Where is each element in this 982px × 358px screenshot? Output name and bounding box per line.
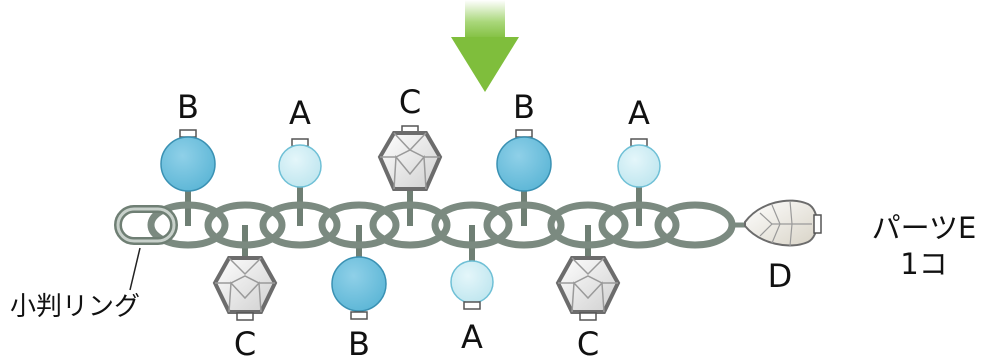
- drop-label: D: [768, 257, 793, 295]
- chain: [147, 201, 736, 249]
- label-bottom-3: A: [461, 318, 483, 356]
- bead-b-top-2: [496, 129, 552, 192]
- crystal-c-top: [377, 125, 443, 191]
- drop-d: [744, 199, 822, 247]
- part-e-count: 1コ: [900, 247, 947, 281]
- label-bottom-2: B: [348, 325, 370, 358]
- down-arrow-icon: [451, 0, 519, 92]
- part-e-label: パーツE: [872, 211, 977, 245]
- label-top-3: C: [399, 83, 421, 121]
- label-top-4: B: [513, 88, 535, 126]
- bottom-pins: [242, 225, 591, 318]
- label-top-1: B: [177, 88, 199, 126]
- crystal-c-bottom-2: [555, 256, 621, 321]
- crystal-c-bottom-1: [212, 256, 278, 321]
- bead-b-top-1: [160, 129, 216, 192]
- label-bottom-4: C: [577, 325, 599, 358]
- bead-a-bottom: [450, 260, 494, 310]
- bead-b-bottom: [331, 256, 387, 320]
- label-top-2: A: [289, 94, 311, 132]
- bead-a-top-2: [617, 138, 661, 188]
- ring-label: 小判リング: [10, 292, 140, 322]
- bead-a-top-1: [278, 138, 322, 188]
- label-top-5: A: [628, 94, 650, 132]
- label-bottom-1: C: [234, 325, 256, 358]
- ring-leader-line: [129, 247, 141, 291]
- oval-ring: [114, 205, 178, 245]
